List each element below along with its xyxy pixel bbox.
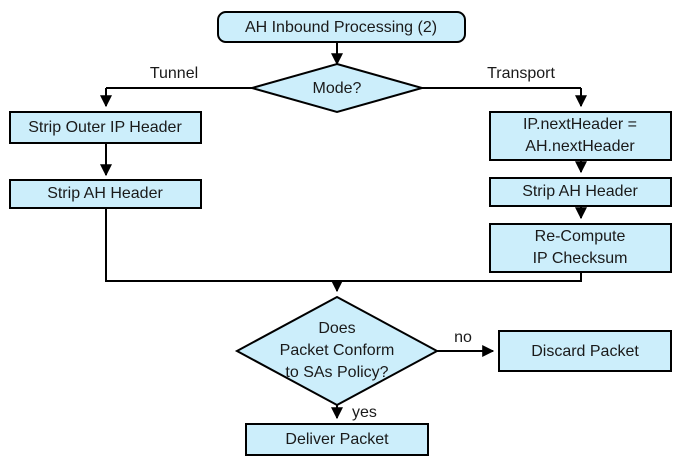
node-strip-ah-header-transport-shape bbox=[489, 177, 672, 207]
node-strip-outer-ip-header-label: Strip Outer IP Header bbox=[28, 119, 182, 136]
node-strip-ah-header-transport-label: Strip AH Header bbox=[522, 183, 638, 200]
node-deliver-packet[interactable]: Deliver Packet bbox=[245, 423, 429, 456]
node-start-shape bbox=[217, 11, 466, 43]
node-ip-nextheader-line2: AH.nextHeader bbox=[525, 138, 635, 155]
node-mode-decision-shape bbox=[248, 62, 426, 114]
node-strip-outer-ip-header-shape bbox=[9, 111, 202, 144]
connectors bbox=[100, 42, 587, 420]
connector-right-merge bbox=[337, 272, 582, 282]
node-strip-outer-ip-header[interactable]: Strip Outer IP Header bbox=[9, 111, 202, 144]
node-policy-decision[interactable]: Does Packet Conform to SAs Policy? bbox=[234, 295, 440, 407]
node-recompute-ip-checksum[interactable]: Re-Compute IP Checksum bbox=[489, 223, 672, 273]
edge-label-transport: Transport bbox=[487, 65, 555, 82]
node-deliver-packet-label: Deliver Packet bbox=[285, 431, 389, 448]
edge-label-yes: yes bbox=[352, 404, 377, 421]
node-strip-ah-header-tunnel[interactable]: Strip AH Header bbox=[9, 179, 202, 209]
node-policy-decision-line2: Packet Conform bbox=[280, 342, 395, 359]
node-recompute-ip-checksum-line1: Re-Compute bbox=[535, 228, 626, 245]
node-strip-ah-header-tunnel-label: Strip AH Header bbox=[47, 185, 163, 202]
edge-label-tunnel: Tunnel bbox=[150, 65, 198, 82]
node-discard-packet-shape bbox=[498, 330, 672, 372]
node-ip-nextheader-shape bbox=[489, 111, 672, 161]
node-mode-decision-label: Mode? bbox=[313, 80, 362, 97]
node-start[interactable]: AH Inbound Processing (2) bbox=[217, 11, 466, 43]
node-deliver-packet-shape bbox=[245, 423, 429, 456]
node-ip-nextheader[interactable]: IP.nextHeader = AH.nextHeader bbox=[489, 111, 672, 161]
node-strip-ah-header-tunnel-shape bbox=[9, 179, 202, 209]
node-policy-decision-shape bbox=[234, 295, 440, 407]
node-recompute-ip-checksum-line2: IP Checksum bbox=[533, 250, 628, 267]
connector-left-merge bbox=[105, 207, 337, 282]
node-ip-nextheader-line1: IP.nextHeader = bbox=[523, 116, 637, 133]
node-strip-ah-header-transport[interactable]: Strip AH Header bbox=[489, 177, 672, 207]
node-recompute-ip-checksum-shape bbox=[489, 223, 672, 273]
edge-label-no: no bbox=[454, 329, 472, 346]
node-policy-decision-line3: to SAs Policy? bbox=[285, 364, 388, 381]
node-start-label: AH Inbound Processing (2) bbox=[245, 19, 437, 36]
node-discard-packet-label: Discard Packet bbox=[531, 343, 639, 360]
node-policy-decision-line1: Does bbox=[318, 320, 355, 337]
node-mode-decision[interactable]: Mode? bbox=[248, 62, 426, 114]
node-discard-packet[interactable]: Discard Packet bbox=[498, 330, 672, 372]
